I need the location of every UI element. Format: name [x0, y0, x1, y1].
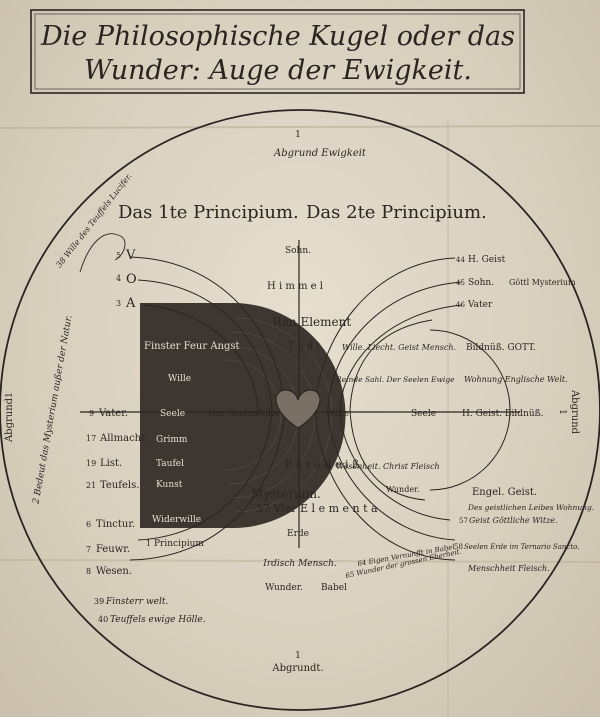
right-arcs	[314, 257, 463, 561]
dark-principle-half	[140, 303, 346, 528]
right-label-text: Seelen Erde im Ternario Sancto.	[464, 543, 579, 551]
left-label-text: Finsterr welt.	[105, 597, 168, 607]
left-label-number: 6	[86, 520, 91, 529]
title-frame	[30, 9, 525, 94]
right-label-number: 45	[456, 279, 465, 287]
right-label-text: Wunder.	[386, 485, 420, 494]
right-label-number: 57	[459, 517, 468, 525]
paper-fold	[0, 559, 600, 563]
bottom-abgrund-label: Abgrundt.	[271, 663, 323, 674]
left-label-number: 5	[116, 251, 121, 260]
left-label-number: 7	[86, 545, 91, 554]
left-label-number: 3	[116, 299, 121, 308]
left-label-text: Teufels.	[100, 480, 139, 491]
right-label-text: Menschheit Fleisch.	[467, 564, 550, 573]
right-label-number: 46	[456, 301, 465, 309]
left-edge-abgrund: Abgrund	[4, 397, 15, 443]
left-label-number: 8	[86, 567, 91, 576]
right-label-text: Reinde Sahl. Der Seelen Ewige	[335, 375, 455, 384]
right-label-text: Seele	[411, 409, 436, 419]
left-label-text: Allmacht.	[99, 433, 148, 444]
title-line-2: Wunder: Auge der Ewigkeit.	[84, 55, 472, 86]
left-edge-number: 1	[5, 392, 15, 398]
left-label-text: Teuffels ewige Hölle.	[110, 615, 206, 625]
left-label-number: 17	[86, 434, 96, 443]
wille-right-label: Wille	[326, 409, 349, 419]
principium-label: Principium	[154, 539, 204, 549]
der-seelen-label: Der Seelen	[208, 409, 259, 419]
right-label-text: Des geistlichen Leibes Wohnung.	[467, 503, 594, 512]
mysterium-label: Mysterium.	[251, 487, 321, 501]
left-label-number: 9	[89, 409, 94, 418]
left-label-number: 19	[86, 459, 96, 468]
right-label-text: H. Geist. Bildnüß.	[462, 409, 544, 419]
right-label-text: Engel. Geist.	[472, 487, 537, 498]
himmel-label: H i m m e l	[267, 281, 323, 292]
right-label-text: Wille. Liecht. Geist Mensch.	[342, 343, 456, 352]
right-inner-arc	[429, 329, 511, 491]
right-label-text: Geist Göttliche Witze.	[469, 516, 558, 525]
paper-fold	[0, 125, 600, 129]
dark-half-label: Taufel	[156, 459, 184, 469]
first-principle-heading: Das 1te Principium.	[118, 202, 299, 223]
right-label-text: Wesenheit. Christ Fleisch	[336, 462, 440, 471]
right-label-text: Bildnüß. GOTT.	[466, 343, 536, 353]
left-label-text: Tinctur.	[96, 519, 135, 530]
dark-half-label: Wille	[168, 374, 191, 384]
wille-left-label: Wille	[256, 409, 279, 419]
center-labels: Sohn. H i m m e l Ren Element T o d t De…	[208, 246, 378, 593]
dark-half-label: Seele	[160, 409, 185, 419]
globe-outer-circle	[0, 109, 600, 711]
wunder-label: Wunder.	[265, 583, 303, 593]
element-label: Ren Element	[273, 315, 352, 329]
top-abgrund-label: Abgrund Ewigkeit	[273, 148, 367, 159]
dark-half-label: Kunst	[156, 480, 183, 490]
babel-label: Babel	[321, 583, 347, 593]
todt-label: T o d t	[288, 341, 321, 352]
right-label-number: 58	[454, 543, 463, 551]
left-label-text: A	[125, 296, 136, 311]
right-label-number: 44	[456, 256, 465, 264]
vier-elementa-label: 57 Vier E l e m e n t a	[256, 502, 378, 515]
right-label-text: Wohnung Englische Welt.	[464, 375, 568, 384]
right-edge-number: 1	[557, 409, 567, 415]
sohn-label: Sohn.	[285, 246, 311, 256]
bottom-number: 1	[295, 651, 301, 661]
left-label-text: List.	[100, 458, 122, 469]
left-label-number: 21	[86, 481, 96, 490]
left-arcs	[129, 256, 286, 561]
heart-icon	[275, 389, 321, 429]
right-labels: 44 H. Geist 45 Sohn. Göttl Mysterium 46 …	[335, 255, 594, 580]
right-edge-abgrund: Abgrund	[569, 389, 580, 435]
dark-half-label: Widerwille	[152, 515, 201, 525]
dark-half-label: Finster Feur Angst	[144, 341, 240, 352]
right-label-text: Vater	[467, 300, 493, 310]
title-line-1: Die Philosophische Kugel oder das	[40, 21, 515, 52]
top-number: 1	[295, 130, 301, 140]
devil-will-curve	[79, 233, 126, 273]
left-label-text: V	[125, 248, 136, 263]
dark-half-labels: Finster Feur Angst Wille Seele Grimm Tau…	[144, 341, 240, 549]
left-arc-label: 2 Bedeut das Mysterium außer der Natur.	[31, 314, 74, 505]
dark-half-label: Grimm	[156, 435, 188, 445]
left-labels: 5 V 4 O 3 A 9 Vater. 17 Allmacht. 19 Lis…	[86, 248, 206, 625]
irdisch-mensch-label: Irdisch Mensch.	[262, 559, 337, 569]
left-label-number: 40	[98, 615, 108, 624]
left-label-number: 4	[116, 274, 121, 283]
left-label-text: O	[126, 272, 137, 287]
title-frame-inner	[34, 13, 521, 90]
paradeis-label: P a r a d e i ß	[285, 458, 360, 471]
right-label-text: Sohn.	[468, 278, 494, 288]
erde-label: Erde	[287, 529, 309, 539]
left-label-number: 39	[94, 597, 104, 606]
left-label-text: Feuwr.	[96, 544, 130, 555]
right-label-text: Göttl Mysterium	[509, 278, 576, 287]
left-label-text: Vater.	[98, 408, 128, 419]
right-label-text: H. Geist	[468, 255, 506, 265]
second-principle-heading: Das 2te Principium.	[306, 202, 487, 223]
left-label-text: Wesen.	[96, 566, 132, 577]
dark-half-number: 1	[146, 539, 151, 548]
